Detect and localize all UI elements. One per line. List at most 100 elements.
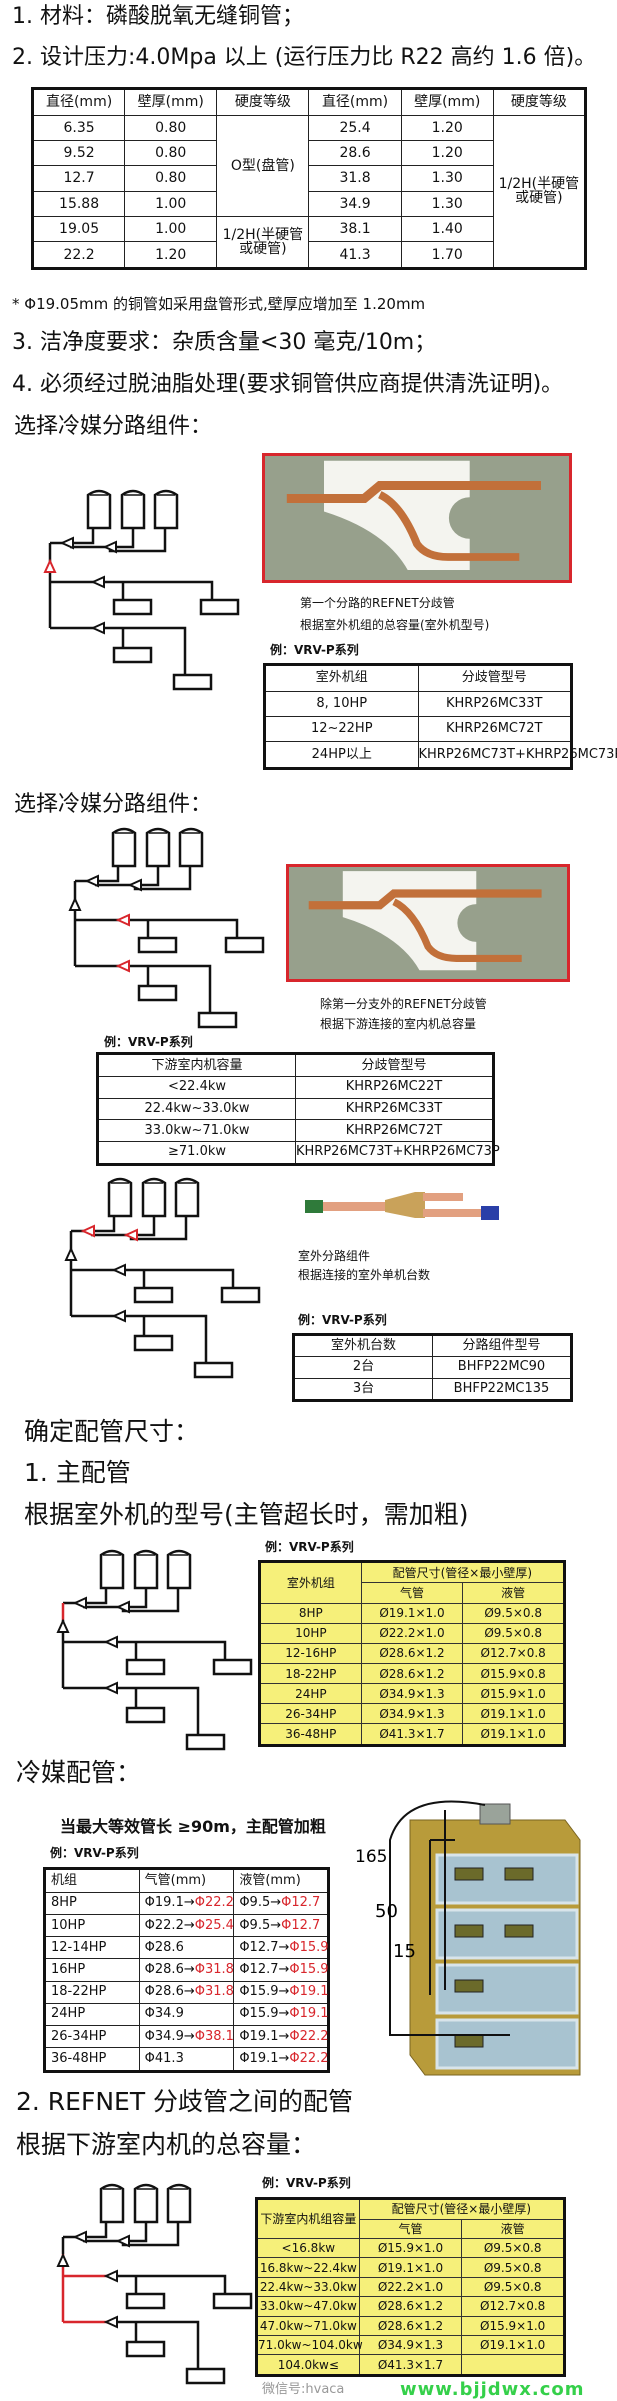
pipe-cap [481,1206,499,1220]
table-cell: 26-34HP [44,2025,140,2049]
cell-text: Φ19.1→ [144,1895,195,1911]
cell-text: Φ19.1→ [239,2051,290,2067]
column-header: 液管(mm) [233,1868,329,1893]
table-cell: Ø22.2×1.0 [360,1622,464,1644]
table-row: 104.0kw≤Ø41.3×1.7 [256,2354,565,2376]
pipe-line [95,866,160,887]
table-cell: Ø19.1×1.0 [360,1602,464,1624]
table-cell: Φ28.6→Φ31.8 [138,1980,235,2004]
table-cell: Φ34.9→Φ38.1 [138,2025,235,2049]
branch-joint-arrow-icon [56,2252,70,2267]
piping-diagram [64,1177,261,1379]
table-cell: 9.52 [31,140,126,167]
table-cell: 12-16HP [259,1642,362,1665]
table-cell: 1.20 [400,114,494,142]
height-label: 50 [375,1901,398,1922]
column-header: 配管尺寸(管径×最小壁厚) [358,2198,566,2220]
indoor-unit-icon [212,2292,253,2310]
section-heading-refrigerant: 冷媒配管： [16,1758,142,1787]
table-cell: KHRP26MC72T [417,715,572,743]
pipe-line [91,1216,156,1237]
indoor-unit-icon [454,1979,484,1993]
column-header: 壁厚(mm) [400,88,494,116]
table-cell: 22.4kw~33.0kw [97,1097,296,1121]
branch-joint-arrow-icon [115,1600,130,1614]
branch-joint-arrow-icon [102,540,117,554]
outdoor-unit-icon [166,1549,192,1590]
table-cell: Φ9.5→Φ12.7 [233,1913,329,1938]
table-cell: KHRP26MC73T+KHRP26MC73P [417,741,617,769]
cell-text: Φ28.6→ [144,1984,195,2000]
table-header-row: 气管液管 [260,1582,565,1604]
pipe-line [100,580,214,600]
upsized-value: Φ19.1 [289,2006,329,2022]
branch-joint-arrow-icon [43,558,57,573]
column-header: 液管 [462,1582,565,1604]
indoor-unit-icon [185,2367,226,2385]
column-header: 分歧管型号 [417,664,572,692]
caption: 除第一分支外的REFNET分歧管 [320,997,487,1011]
table-cell: 12~22HP [264,715,419,743]
table-cell: 24HP以上 [264,741,419,769]
cell-text: Φ28.6→ [144,1961,195,1977]
table-cell: 8HP [44,1891,140,1915]
table-cell: 38.1 [308,215,402,243]
indoor-unit-icon [125,1658,166,1676]
example-label: 例：VRV-P系列 [104,1035,193,1049]
table-cell: Ø12.7×0.8 [462,1642,565,1665]
table-cell: KHRP26MC33T [295,1097,494,1121]
refnet-joint-photo [262,453,572,583]
table-cell: 33.0kw~71.0kw [97,1119,296,1142]
cell-text: 室外机组 [286,1575,335,1590]
table-cell: 15.88 [31,190,126,217]
table-cell: Ø28.6×1.2 [360,1663,464,1685]
table-header-row: 下游室内机组容量配管尺寸(管径×最小壁厚) [256,2197,566,2240]
cell-text: 1/2H(半硬管或硬管) [222,226,304,257]
outdoor-unit-icon [111,827,137,868]
table-cell: 47.0kw~71.0kw [256,2315,360,2336]
upsized-value: Φ22.2 [289,2051,329,2067]
table-cell: 1.30 [400,165,494,192]
pipe-line [121,1268,235,1288]
example-label: 例：VRV-P系列 [298,1313,387,1327]
table-cell: 1.00 [124,215,218,243]
table-cell: Ø9.5×0.8 [462,1622,565,1644]
watermark-wechat: 微信号:hvaca [262,2382,345,2397]
outdoor-unit-icon [479,1803,511,1825]
table-cell: 33.0kw~47.0kw [256,2296,360,2317]
table-cell: Φ12.7→Φ15.9 [233,1936,329,1960]
column-header: 分路组件型号 [432,1333,572,1358]
branch-joint-arrow-icon [103,1681,118,1695]
table-cell: 19.05 [31,215,126,243]
y-joint [385,1192,425,1218]
table-cell: 1.70 [400,241,494,269]
outdoor-unit-icon [178,827,204,868]
indoor-unit-icon [137,984,178,1002]
holder-cutout [448,497,491,539]
table-cell: 71.0kw~104.0kw [256,2334,363,2356]
section-heading-size: 确定配管尺寸： [24,1417,200,1446]
table-cell: Ø19.1×1.0 [358,2257,463,2278]
outdoor-unit-icon [120,489,146,530]
table-cell: 0.80 [124,140,218,167]
table-cell: 22.2 [31,241,126,269]
table-cell: 26-34HP [259,1703,362,1725]
column-header: 直径(mm) [308,88,402,116]
column-header: 壁厚(mm) [124,88,218,116]
watermark-url: www.bjjdwx.com [400,2379,585,2400]
indoor-unit-icon [220,1286,261,1304]
